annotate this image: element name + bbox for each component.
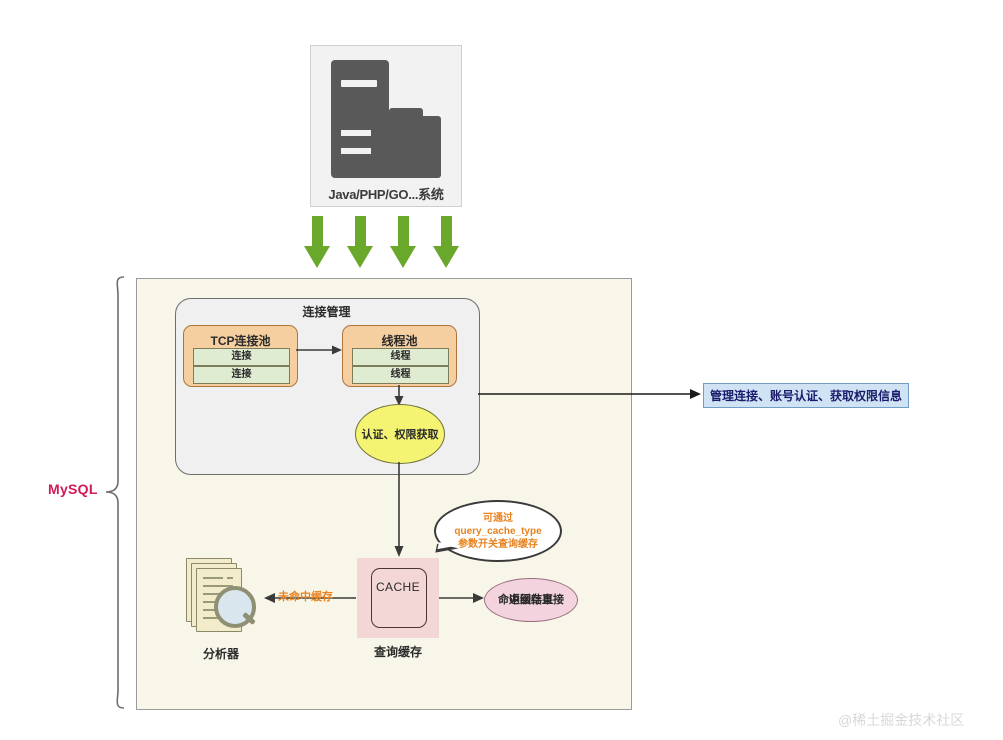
analyzer-icon xyxy=(186,558,256,636)
query-cache-tip-bubble: 可通过 query_cache_type 参数开关查询缓存 xyxy=(434,500,562,562)
flow-arrow-down xyxy=(347,216,373,268)
flow-arrow-down xyxy=(390,216,416,268)
cache-miss-label: 未命中缓存 xyxy=(278,591,333,603)
cache-hit-note: 命中缓存直接 返回结果 xyxy=(484,578,578,622)
connection-management-title: 连接管理 xyxy=(302,305,351,319)
query-cache-box: CACHE xyxy=(357,558,439,638)
mysql-label: MySQL xyxy=(48,481,98,497)
query-cache-tip-text: 可通过 query_cache_type 参数开关查询缓存 xyxy=(454,512,541,551)
query-cache-label: 查询缓存 xyxy=(373,645,422,659)
cache-hit-line-2: 返回结果 xyxy=(509,593,553,606)
client-system-label: Java/PHP/GO...系统 xyxy=(328,187,444,202)
query-cache-inner-frame xyxy=(371,568,427,628)
watermark: @稀土掘金技术社区 xyxy=(838,712,965,728)
cache-hit-line-1: 命中缓存直接 xyxy=(498,593,564,606)
server-vent-icon xyxy=(341,130,381,136)
auth-permission-node: 认证、权限获取 xyxy=(355,404,445,464)
server-vent-icon xyxy=(341,148,381,154)
tip-line-1: 可通过 xyxy=(483,512,513,524)
mysql-brace xyxy=(105,276,125,709)
tip-line-2: query_cache_type xyxy=(454,525,542,537)
analyzer-label: 分析器 xyxy=(202,647,239,661)
query-cache-text: CACHE xyxy=(375,580,420,594)
thread-item: 线程 xyxy=(352,348,449,366)
flow-arrow-down xyxy=(304,216,330,268)
cache-hit-label: 命中缓存直接 返回结果 xyxy=(485,594,577,607)
tcp-connection-pool: TCP连接池 连接 连接 xyxy=(183,325,298,387)
thread-pool-title: 线程池 xyxy=(381,334,418,348)
server-slot-icon xyxy=(341,80,377,87)
thread-pool: 线程池 线程 线程 xyxy=(342,325,457,387)
connection-item: 连接 xyxy=(193,348,290,366)
client-system-box: Java/PHP/GO...系统 xyxy=(310,45,462,207)
arrow-to-connection-note xyxy=(478,389,701,399)
arrow-pool-to-thread xyxy=(296,345,342,355)
flow-arrow-down xyxy=(433,216,459,268)
connection-management-note: 管理连接、账号认证、获取权限信息 xyxy=(703,383,910,408)
magnifier-icon xyxy=(214,586,256,628)
thread-item: 线程 xyxy=(352,366,449,384)
connection-item: 连接 xyxy=(193,366,290,384)
arrow-auth-to-cache xyxy=(394,462,404,557)
arrow-cache-to-analyzer xyxy=(264,593,356,603)
arrow-thread-to-auth xyxy=(394,385,404,406)
tcp-connection-pool-title: TCP连接池 xyxy=(210,334,271,348)
folder-icon xyxy=(371,116,441,178)
arrow-cache-to-hit xyxy=(439,593,484,603)
auth-permission-label: 认证、权限获取 xyxy=(361,429,439,441)
tip-line-3: 参数开关查询缓存 xyxy=(458,538,538,550)
